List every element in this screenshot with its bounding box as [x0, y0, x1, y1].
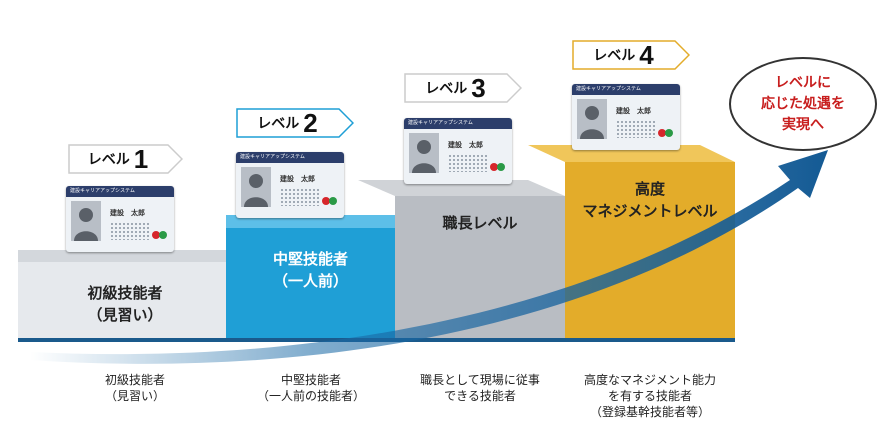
step-1-block — [18, 262, 226, 342]
level-number: 3 — [471, 72, 486, 103]
card-dots — [448, 154, 488, 172]
card-dots — [616, 120, 656, 138]
person-silhouette-icon — [241, 167, 271, 207]
card-dots — [280, 188, 320, 206]
logo-mark-icon — [490, 163, 505, 171]
step-3-caption: 職長として現場に従事 できる技能者 — [420, 373, 540, 403]
step-2-caption: 中堅技能者 （一人前の技能者） — [256, 373, 365, 403]
id-card-level-3: 建設キャリアアップシステム 建設 太郎 — [404, 118, 512, 184]
card-holder-name: 建設 太郎 — [616, 107, 651, 115]
level-4-tag: レベル 4 — [572, 40, 690, 70]
level-3-tag: レベル 3 — [404, 73, 522, 103]
card-header: 建設キャリアアップシステム — [572, 84, 680, 95]
callout-text: レベルに 応じた処遇を 実現へ — [761, 74, 845, 133]
level-word: レベル — [593, 48, 636, 64]
level-1-tag: レベル 1 — [68, 144, 183, 174]
step-4-label: 高度 マネジメントレベル — [582, 180, 718, 220]
step-1-label: 初級技能者 （見習い） — [87, 284, 163, 324]
id-card-level-2: 建設キャリアアップシステム 建設 太郎 — [236, 152, 344, 218]
step-2-top — [226, 215, 395, 228]
callout-bubble: レベルに 応じた処遇を 実現へ — [729, 57, 877, 151]
card-holder-name: 建設 太郎 — [110, 209, 145, 217]
level-tag-shape — [404, 73, 522, 103]
growth-arrow — [30, 150, 828, 364]
level-number: 2 — [303, 107, 318, 138]
card-header: 建設キャリアアップシステム — [236, 152, 344, 163]
level-number: 1 — [133, 143, 149, 174]
level-tag-shape — [68, 144, 183, 174]
card-header: 建設キャリアアップシステム — [404, 118, 512, 129]
logo-mark-icon — [322, 197, 337, 205]
step-3-top — [358, 180, 565, 196]
level-tag-shape — [236, 108, 354, 138]
step-1-top — [18, 250, 226, 262]
card-dots — [110, 222, 150, 240]
id-card-level-1: 建設キャリアアップシステム 建設 太郎 — [66, 186, 174, 252]
step-4-block — [565, 162, 735, 342]
step-1-caption: 初級技能者 （見習い） — [104, 373, 165, 403]
step-2-block — [226, 228, 395, 342]
logo-mark-icon — [152, 231, 167, 239]
step-4-caption: 高度なマネジメント能力 を有する技能者 （登録基幹技能者等） — [583, 373, 716, 419]
person-silhouette-icon — [71, 201, 101, 241]
level-word: レベル — [257, 116, 300, 132]
step-3-label: 職長レベル — [442, 214, 518, 232]
id-card-level-4: 建設キャリアアップシステム 建設 太郎 — [572, 84, 680, 150]
logo-mark-icon — [658, 129, 673, 137]
level-word: レベル — [425, 81, 468, 97]
level-2-tag: レベル 2 — [236, 108, 354, 138]
level-number: 4 — [639, 39, 654, 70]
person-silhouette-icon — [409, 133, 439, 173]
card-header: 建設キャリアアップシステム — [66, 186, 174, 197]
step-2-label: 中堅技能者 （一人前） — [272, 250, 348, 290]
level-tag-shape — [572, 40, 690, 70]
card-holder-name: 建設 太郎 — [280, 175, 315, 183]
card-holder-name: 建設 太郎 — [448, 141, 483, 149]
person-silhouette-icon — [577, 99, 607, 139]
level-word: レベル — [87, 152, 130, 168]
